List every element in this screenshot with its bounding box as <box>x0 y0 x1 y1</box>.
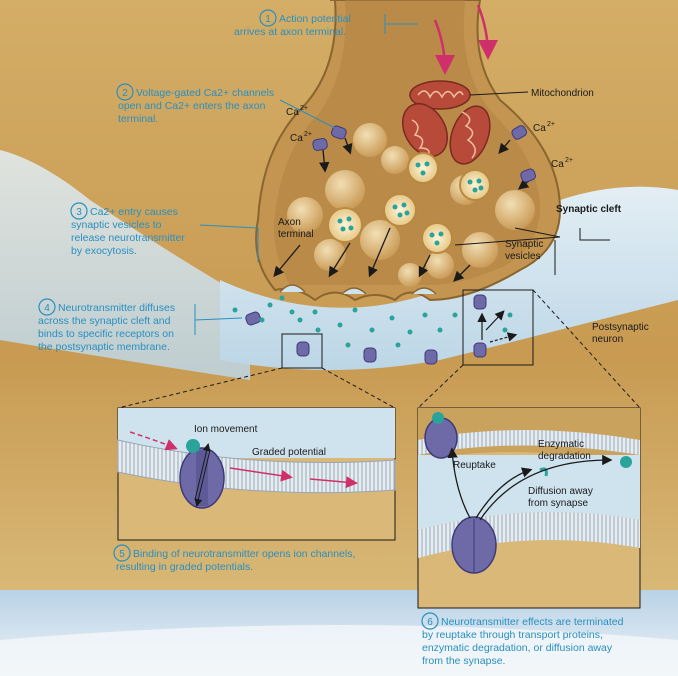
step-2-line-3: terminal. <box>118 113 158 125</box>
neurotransmitter-molecules <box>232 295 513 348</box>
step-3-line-4: by exocytosis. <box>71 245 137 257</box>
step-6-line-2: by reuptake through transport proteins, <box>422 629 603 641</box>
leader-lines <box>194 14 418 335</box>
step-4-number: 4 <box>44 303 50 314</box>
ca-label-1: Ca 2+ <box>286 105 308 118</box>
postsynaptic-neuron-label-line-2: neuron <box>592 334 623 345</box>
mitochondrion <box>401 80 491 165</box>
step-1-number: 1 <box>265 14 271 25</box>
postsynaptic-neuron-label-line-1: Postsynaptic <box>592 322 649 333</box>
action-potential-arrow <box>433 19 455 75</box>
step-4-line-4: the postsynaptic membrane. <box>38 341 170 353</box>
enzymatic-degradation-label-line-2: degradation <box>538 451 591 462</box>
step-1: 1 Action potential arrives at axon termi… <box>234 9 351 38</box>
step-1-line-2: arrives at axon terminal. <box>234 26 346 38</box>
zoom-frame-right <box>462 289 534 366</box>
step-6-line-3: enzymatic degradation, or diffusion away <box>422 642 613 654</box>
step-2-number: 2 <box>122 88 128 99</box>
step-5: 5 Binding of neurotransmitter opens ion … <box>113 544 355 573</box>
step-3: 3 Ca2+ entry causes synaptic vesicles to… <box>70 202 185 257</box>
synaptic-vesicles-label-line-2: vesicles <box>505 251 541 262</box>
step-4-line-1: Neurotransmitter diffuses <box>58 302 175 314</box>
step-2-line-1: Voltage-gated Ca2+ channels <box>136 87 274 99</box>
termination-arrows <box>477 310 518 343</box>
step-3-line-3: release neurotransmitter <box>71 232 185 244</box>
step-6: 6 Neurotransmitter effects are terminate… <box>421 612 624 667</box>
inset-termination <box>417 407 641 609</box>
synaptic-vesicles-label-line-1: Synaptic <box>505 239 543 250</box>
graded-potential-label: Graded potential <box>252 447 326 458</box>
mitochondrion-label: Mitochondrion <box>531 88 594 99</box>
postsynaptic-receptors <box>296 294 487 365</box>
step-6-line-1: Neurotransmitter effects are terminated <box>441 616 624 628</box>
label-pointers <box>454 91 610 275</box>
diffusion-away-label-line-1: Diffusion away <box>528 486 593 497</box>
svg-text:Ca: Ca <box>286 107 299 118</box>
step-2-line-2: open and Ca2+ enters the axon <box>118 100 266 112</box>
step-2: 2 Voltage-gated Ca2+ channels open and C… <box>116 83 274 125</box>
svg-text:Ca: Ca <box>533 123 546 134</box>
axon-terminal-label-line-1: Axon <box>278 217 301 228</box>
reuptake-label: Reuptake <box>453 460 496 471</box>
calcium-channels <box>245 125 537 326</box>
footer-glow <box>0 625 678 676</box>
synaptic-vesicles <box>327 152 491 254</box>
step-3-number: 3 <box>76 207 82 218</box>
step-6-number: 6 <box>427 617 433 628</box>
step-4-line-2: across the synaptic cleft and <box>38 315 171 327</box>
zoom-lines <box>117 289 641 409</box>
ca-label-2: Ca 2+ <box>290 131 312 144</box>
step-3-line-1: Ca2+ entry causes <box>90 206 178 218</box>
vesicle-group <box>287 123 535 287</box>
step-4: 4 Neurotransmitter diffuses across the s… <box>38 298 175 353</box>
synaptic-cleft-label: Synaptic cleft <box>556 204 622 215</box>
step-5-number: 5 <box>119 549 125 560</box>
diffusion-away-label-line-2: from synapse <box>528 498 588 509</box>
step-5-line-1: Binding of neurotransmitter opens ion ch… <box>133 548 355 560</box>
svg-text:2+: 2+ <box>300 105 308 112</box>
extracellular-fluid-left <box>0 150 250 380</box>
step-5-line-2: resulting in graded potentials. <box>116 561 253 573</box>
ca-label-4: Ca 2+ <box>551 157 573 170</box>
inset-graded-potential <box>117 407 396 541</box>
step-3-line-2: synaptic vesicles to <box>71 219 162 231</box>
ca-label-3: Ca 2+ <box>533 121 555 134</box>
svg-text:2+: 2+ <box>304 131 312 138</box>
zoom-frame-left <box>281 333 323 369</box>
step-4-line-3: binds to specific receptors on <box>38 328 174 340</box>
svg-text:Ca: Ca <box>290 133 303 144</box>
action-potential-arrow <box>476 4 498 60</box>
step-6-line-4: from the synapse. <box>422 655 505 667</box>
exocytosis-sites <box>279 284 437 295</box>
vesicle-arrows <box>273 137 531 282</box>
step-1-line-1: Action potential <box>279 13 351 25</box>
svg-text:2+: 2+ <box>565 157 573 164</box>
svg-text:Ca: Ca <box>551 159 564 170</box>
axon-terminal-label-line-2: terminal <box>278 229 314 240</box>
ion-movement-label: Ion movement <box>194 424 258 435</box>
enzymatic-degradation-label-line-1: Enzymatic <box>538 439 584 450</box>
svg-text:2+: 2+ <box>547 121 555 128</box>
